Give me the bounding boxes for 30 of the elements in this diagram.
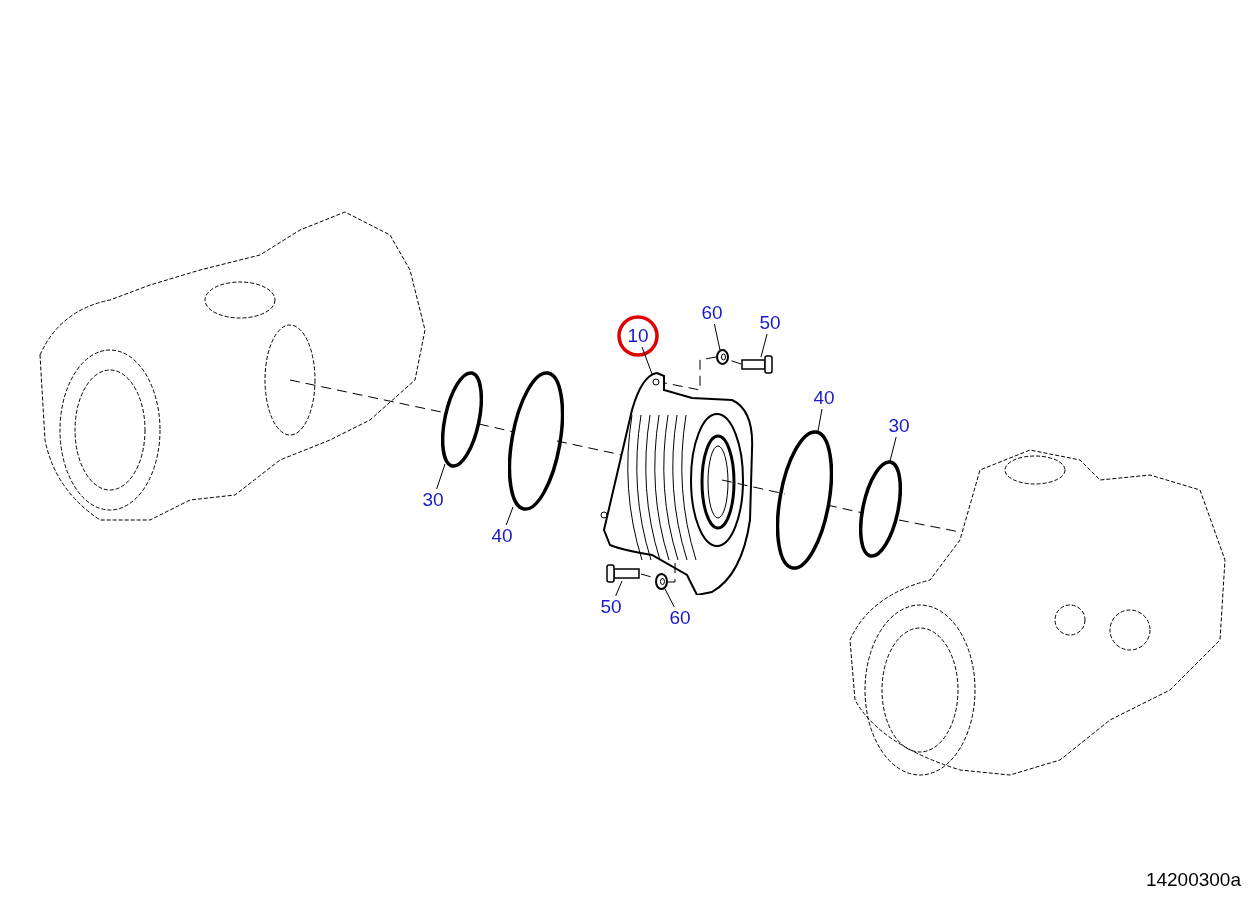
leader-line — [505, 506, 514, 526]
leader-line — [817, 408, 823, 432]
callout-number: 60 — [669, 607, 691, 629]
callout-number: 60 — [701, 302, 723, 324]
bolt-drawing — [607, 565, 639, 582]
assembly-line — [721, 479, 786, 495]
assembly-line — [478, 423, 515, 433]
axle-housing-drawing — [849, 449, 1226, 776]
callout-number: 30 — [422, 489, 444, 511]
leader-line — [641, 346, 653, 375]
housing-drawing — [601, 373, 753, 595]
callout-number: 30 — [888, 415, 910, 437]
leader-line — [615, 580, 623, 597]
assembly-line — [664, 356, 717, 391]
bolt-drawing — [742, 356, 772, 373]
callout-number: 50 — [759, 312, 781, 334]
washer-drawing — [717, 350, 728, 364]
assembly-line — [728, 359, 742, 365]
washer-drawing — [656, 574, 667, 589]
callout-number: 50 — [600, 596, 622, 618]
callout-number: 40 — [813, 387, 835, 409]
callout-number: 40 — [491, 525, 513, 547]
leader-line — [436, 463, 446, 490]
callout-number: 10 — [627, 325, 649, 347]
assembly-line — [556, 440, 623, 456]
leader-line — [713, 323, 721, 351]
leader-line — [664, 588, 675, 608]
leader-line — [889, 436, 897, 462]
leader-line — [760, 333, 768, 358]
drawing-number: 14200300a — [1145, 869, 1241, 891]
